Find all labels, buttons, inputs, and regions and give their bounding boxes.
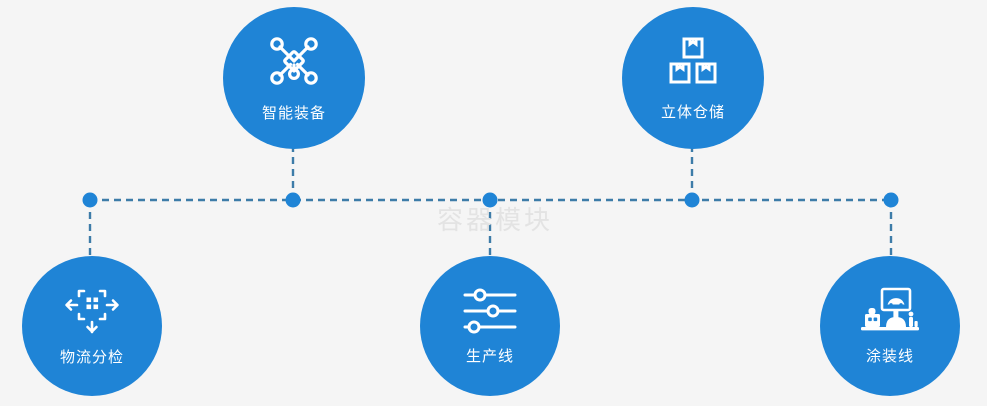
node-label: 立体仓储 — [660, 102, 725, 121]
node-stereo-warehouse[interactable]: 立体仓储 — [622, 7, 764, 149]
stacked-boxes-icon — [667, 35, 719, 87]
node-label: 涂装线 — [865, 346, 914, 365]
paint-booth-icon — [859, 287, 921, 335]
node-label: 智能装备 — [261, 103, 326, 122]
node-smart-equipment[interactable]: 智能装备 — [223, 7, 365, 149]
connector-dot-5 — [883, 192, 899, 208]
node-coating-line[interactable]: 涂装线 — [820, 256, 960, 396]
connector-dot-1 — [82, 192, 98, 208]
network-nodes-icon — [267, 34, 321, 88]
node-label: 生产线 — [465, 346, 514, 365]
sorting-scan-icon — [64, 286, 120, 336]
node-logistics-sorting[interactable]: 物流分检 — [22, 256, 162, 396]
node-production-line[interactable]: 生产线 — [420, 256, 560, 396]
connector-dot-3 — [482, 192, 498, 208]
connector-dot-2 — [285, 192, 301, 208]
connector-dot-4 — [684, 192, 700, 208]
node-label: 物流分检 — [59, 347, 124, 366]
sliders-icon — [462, 287, 518, 335]
watermark-label: 容器模块 — [437, 206, 554, 236]
